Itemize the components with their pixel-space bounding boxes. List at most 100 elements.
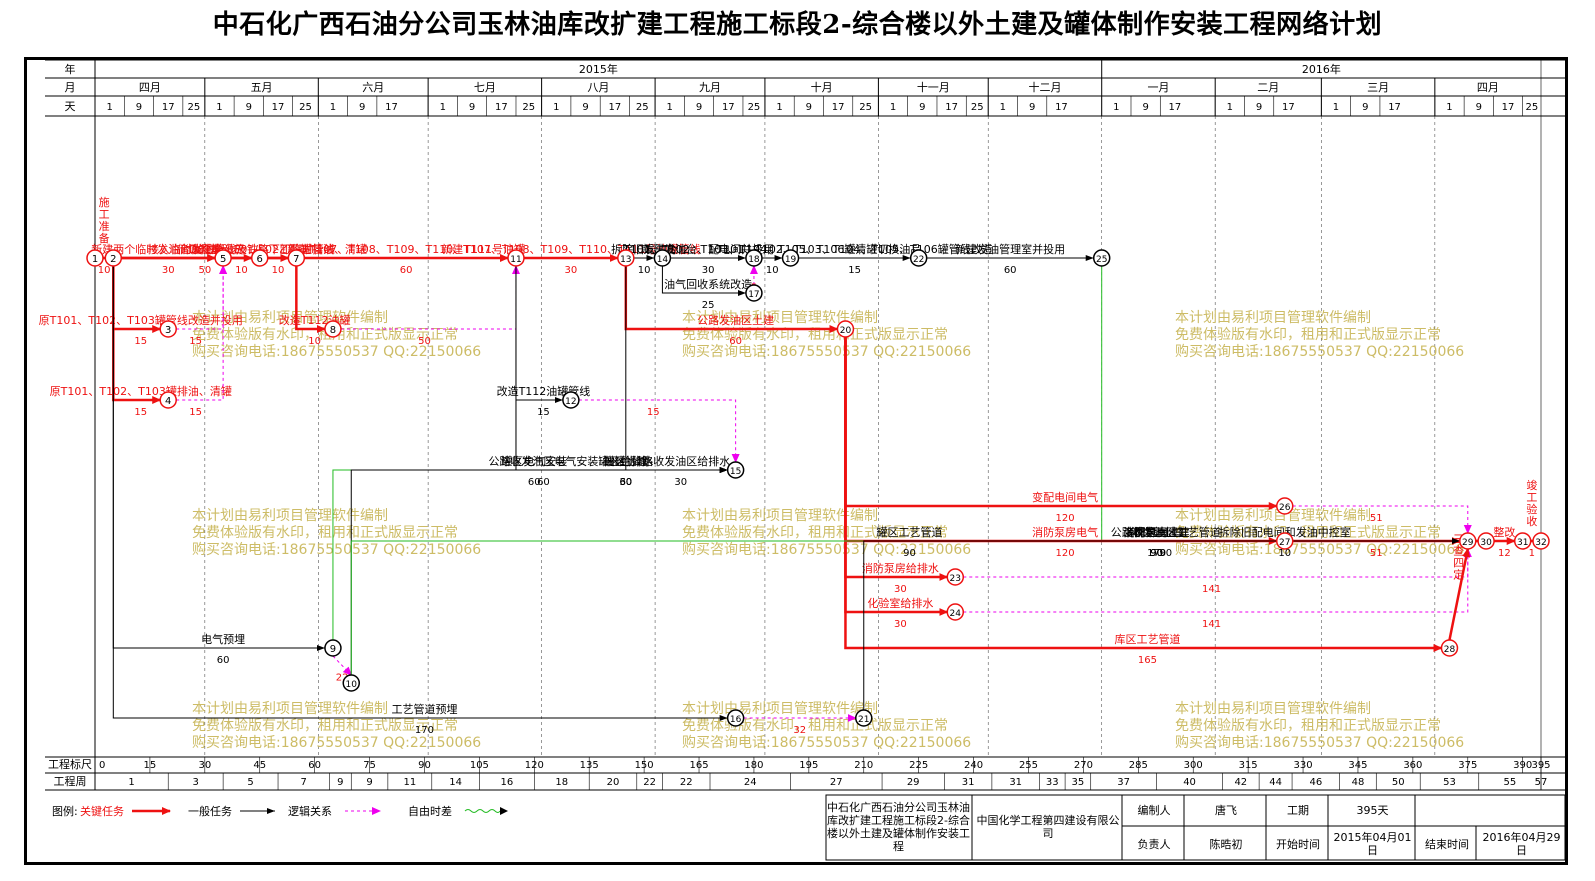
start-label: 开始时间	[1276, 837, 1320, 851]
week-number: 18	[555, 777, 568, 788]
day-label: 17	[1282, 102, 1295, 113]
task-label-char: 验	[1526, 502, 1537, 516]
task-duration: 90	[1159, 548, 1172, 559]
watermark-line: 购买咨询电话:18675550537 QQ:22150066	[682, 344, 971, 360]
scale-label: 工程标尺	[48, 757, 92, 771]
month-label: 一月	[1147, 81, 1169, 94]
day-label: 9	[582, 102, 588, 113]
event-node: 7	[287, 249, 306, 267]
node-number: 18	[748, 255, 760, 265]
task-label: 变配电间土建	[1124, 525, 1190, 539]
event-node: 2	[104, 249, 123, 267]
node-circle	[507, 249, 525, 267]
legend-title: 图例:	[52, 804, 78, 818]
node-number: 25	[1096, 255, 1107, 265]
day-label: 17	[608, 102, 621, 113]
task-duration: 120	[1056, 513, 1075, 524]
week-number: 57	[1535, 777, 1548, 788]
day-label: 17	[1055, 102, 1068, 113]
day-label: 1	[1446, 102, 1452, 113]
task-label: 油气回收系统改造	[664, 277, 752, 291]
day-label: 9	[246, 102, 252, 113]
task-label: 新建两个临时发油台及配套设施	[91, 242, 245, 256]
node-number: 26	[1279, 503, 1291, 513]
week-number: 22	[643, 777, 656, 788]
task-duration: 15	[647, 407, 660, 418]
task-label: 新建T107、T108、T109、T110、T111号油罐管线	[441, 242, 701, 256]
header-label-day: 天	[65, 100, 76, 113]
day-label: 17	[385, 102, 398, 113]
day-label: 25	[859, 102, 872, 113]
event-node: 26	[1275, 497, 1294, 515]
watermark-line: 购买咨询电话:18675550537 QQ:22150066	[192, 735, 481, 751]
task-duration: 60	[729, 336, 742, 347]
week-label: 工程周	[54, 775, 87, 788]
node-number: 11	[510, 255, 521, 265]
node-circle	[726, 461, 745, 479]
watermark-line: 免费体验版有水印，租用和正式版显示正常	[192, 718, 458, 734]
watermark-line: 购买咨询电话:18675550537 QQ:22150066	[1175, 735, 1464, 751]
scale-tick-label: 150	[635, 760, 654, 771]
node-circle	[836, 320, 855, 338]
day-label: 9	[919, 102, 925, 113]
task-duration: 10	[766, 265, 779, 276]
watermark-line: 本计划由易利项目管理软件编制	[682, 508, 878, 524]
task-duration: 60	[528, 477, 541, 488]
scale-tick-label: 195	[799, 760, 818, 771]
arrow-path	[112, 266, 728, 721]
task-duration: 10	[272, 265, 285, 276]
node-number: 21	[858, 715, 869, 725]
editor-label: 编制人	[1137, 803, 1171, 817]
node-circle	[745, 284, 763, 302]
node-number: 31	[1517, 538, 1528, 548]
task-duration: 60	[400, 265, 413, 276]
week-number: 7	[300, 777, 306, 788]
day-label: 25	[636, 102, 649, 113]
week-number: 14	[449, 777, 462, 788]
task-duration: 30	[162, 265, 175, 276]
task-duration: 30	[894, 619, 907, 630]
scale-tick-label: 225	[909, 760, 928, 771]
end-value: 2016年04月29日	[1482, 831, 1561, 857]
task-duration: 90	[1150, 548, 1163, 559]
week-number: 50	[1392, 777, 1405, 788]
task-duration: 15	[537, 407, 550, 418]
task-duration: 10	[1278, 548, 1291, 559]
watermark-line: 免费体验版有水印，租用和正式版显示正常	[682, 525, 948, 541]
task-arrows: 施工准备10新建两个临时发油台及配套设施30接入临时发油管线及铁路下卸临时管线1…	[39, 196, 1538, 736]
task-duration: 15	[848, 265, 861, 276]
scale-tick-label: 0	[99, 760, 105, 771]
watermark-line: 免费体验版有水印，租用和正式版显示正常	[1175, 718, 1441, 734]
editor-value: 唐飞	[1215, 803, 1237, 817]
week-number: 35	[1072, 777, 1085, 788]
event-node: 5	[214, 249, 232, 267]
task-duration: 30	[894, 584, 907, 595]
watermark-line: 购买咨询电话:18675550537 QQ:22150066	[1175, 542, 1464, 558]
event-node: 13	[617, 249, 635, 267]
task-label: T101、T102、T103、T104、T105、T106罐清罐切换油品	[622, 242, 921, 256]
task-duration: 10	[638, 265, 651, 276]
month-label: 四月	[139, 81, 161, 94]
task-duration: 51	[1370, 513, 1383, 524]
scale-tick-label: 180	[744, 760, 763, 771]
watermark-line: 免费体验版有水印，租用和正式版显示正常	[682, 327, 948, 343]
node-number: 10	[346, 680, 358, 690]
day-label: 1	[667, 102, 673, 113]
week-number: 27	[830, 777, 843, 788]
week-number: 29	[907, 777, 920, 788]
task-duration: 10	[98, 265, 111, 276]
scale-tick-label: 210	[854, 760, 873, 771]
arrow-path	[863, 538, 1460, 710]
event-node: 22	[909, 249, 928, 267]
task-label: 公路发油区土建	[697, 313, 774, 327]
node-circle	[653, 249, 672, 267]
week-number: 53	[1443, 777, 1456, 788]
day-label: 1	[1333, 102, 1339, 113]
node-circle	[1477, 532, 1495, 550]
arrow-path	[578, 399, 740, 463]
task-label: 公路收发油区工艺管道	[1111, 525, 1221, 539]
node-circle	[1275, 497, 1294, 515]
task-duration: 25	[702, 300, 715, 311]
task-duration: 165	[1138, 655, 1157, 666]
